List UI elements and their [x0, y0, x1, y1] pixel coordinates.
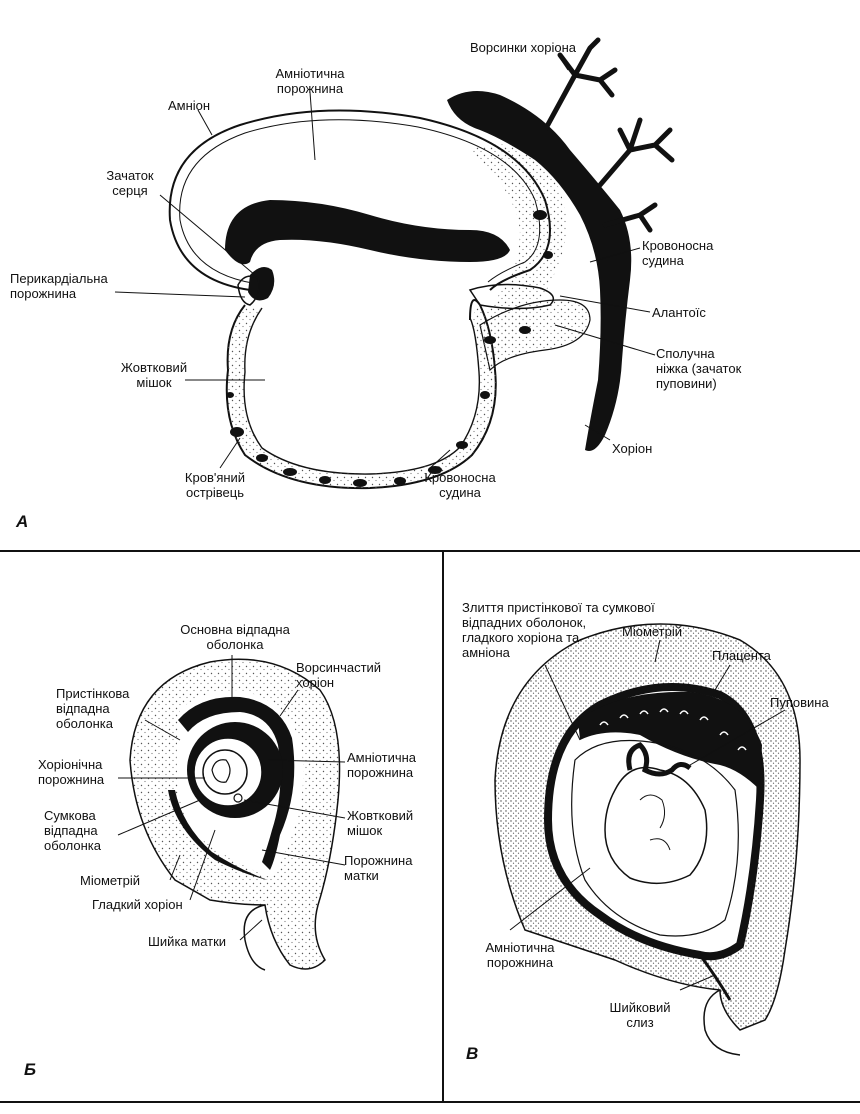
- label-connecting-stalk: Сполучна ніжка (зачаток пуповини): [656, 346, 742, 391]
- chorion-band: [447, 91, 632, 451]
- label-decidua-capsularis: Сумкова відпадна оболонка: [44, 808, 101, 853]
- blood-islands: [226, 210, 553, 487]
- allantois: [468, 283, 555, 310]
- label-amniotic-cavity-a: Амніотична порожнина: [275, 66, 345, 96]
- heart-primordium: [248, 266, 275, 301]
- label-blood-vessel-right: Кровоносна судина: [642, 238, 714, 268]
- panel-b-leader-lines: [117, 655, 346, 941]
- label-placenta: Плацента: [712, 648, 771, 663]
- label-cervix: Шийка матки: [148, 934, 227, 949]
- label-chorionic-villi: Ворсинки хоріона: [470, 40, 576, 55]
- panel-a-leader-lines: [114, 57, 656, 469]
- panel-c-leader-lines: [509, 639, 786, 991]
- label-decidua-basalis: Основна відпадна оболонка: [180, 622, 290, 652]
- label-pericardial-cavity: Перикардіальна порожнина: [10, 271, 108, 301]
- panel-b-drawing: [117, 655, 346, 971]
- chorionic-villi: [542, 37, 675, 233]
- label-myometrium-c: Міометрій: [622, 624, 683, 639]
- panel-dividers: [0, 550, 860, 1103]
- label-villous-chorion: Ворсинчастий хоріон: [296, 660, 382, 690]
- label-blood-island: Кров'яний острівець: [184, 470, 246, 500]
- label-umbilical-cord: Пуповина: [770, 695, 829, 710]
- label-blood-vessel-bottom: Кровоносна судина: [424, 470, 496, 500]
- label-amniotic-cavity-c: Амніотична порожнина: [485, 940, 555, 970]
- connecting-stalk-mesoderm: [470, 144, 567, 360]
- panel-a-drawing: [114, 37, 675, 490]
- label-heart-primordium: Зачаток серця: [106, 168, 154, 198]
- label-amniotic-cavity-b: Амніотична порожнина: [347, 750, 417, 780]
- decidua-black: [178, 696, 295, 870]
- label-amnion: Амніон: [168, 98, 211, 113]
- label-yolk-sac-a: Жовтковий мішок: [120, 360, 188, 390]
- label-chorionic-cavity: Хоріонічна порожнина: [38, 757, 105, 787]
- fetus: [604, 766, 708, 884]
- umbilical-cord: [626, 742, 692, 777]
- label-smooth-chorion: Гладкий хоріон: [92, 897, 183, 912]
- panel-a-letter: A: [16, 512, 29, 531]
- panel-b-letter: Б: [24, 1060, 37, 1079]
- placenta: [578, 691, 762, 790]
- label-cervical-mucus: Шийковий слиз: [609, 1000, 671, 1030]
- panel-c-letter: В: [466, 1044, 479, 1063]
- label-uterine-cavity: Порожнина матки: [344, 853, 413, 883]
- label-allantois: Алантоїс: [652, 305, 706, 320]
- embryonic-disc: [225, 200, 510, 265]
- label-fusion-membranes: Злиття пристінкової та сумкової відпадни…: [462, 600, 655, 660]
- amnion: [168, 109, 551, 291]
- label-myometrium-b: Міометрій: [80, 873, 141, 888]
- label-chorion: Хоріон: [612, 441, 653, 456]
- panel-c-drawing: [494, 623, 801, 1056]
- label-yolk-sac-b: Жовтковий мішок: [347, 808, 414, 838]
- label-decidua-parietalis: Пристінкова відпадна оболонка: [56, 686, 130, 731]
